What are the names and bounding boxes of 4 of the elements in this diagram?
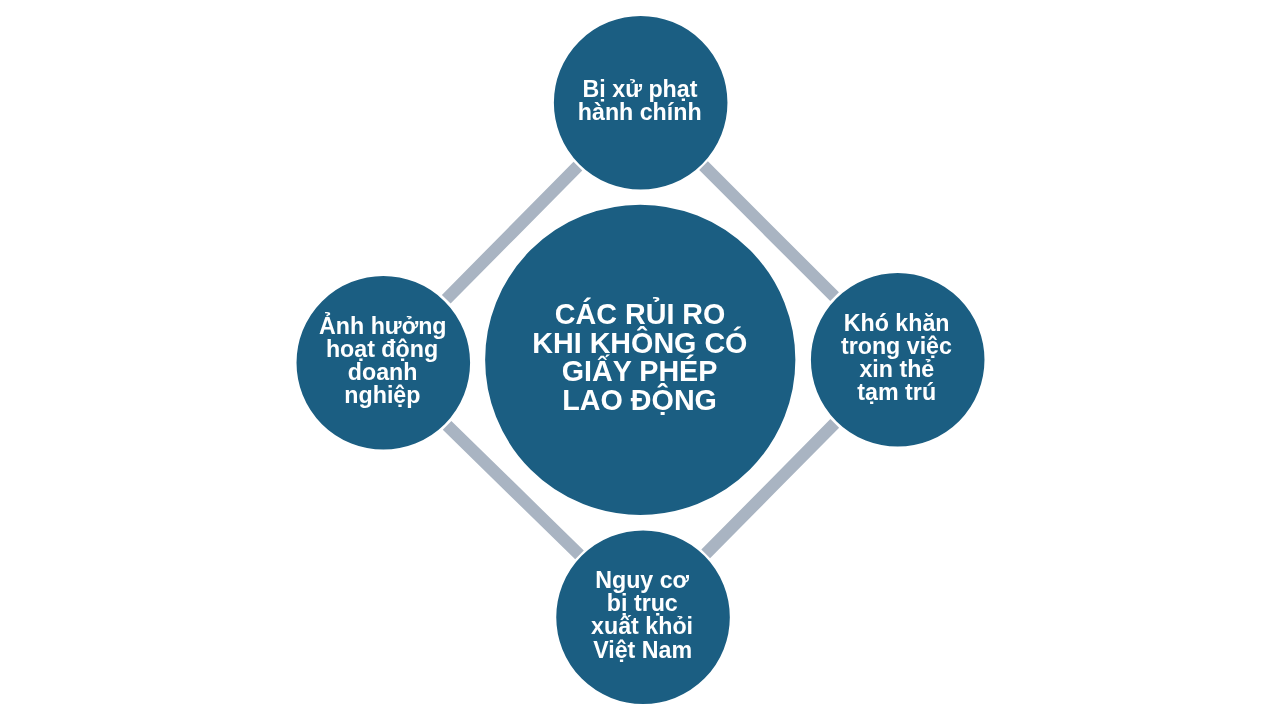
- connector: [700, 419, 839, 559]
- connector: [698, 161, 839, 302]
- connector: [442, 420, 584, 560]
- connector: [441, 161, 582, 304]
